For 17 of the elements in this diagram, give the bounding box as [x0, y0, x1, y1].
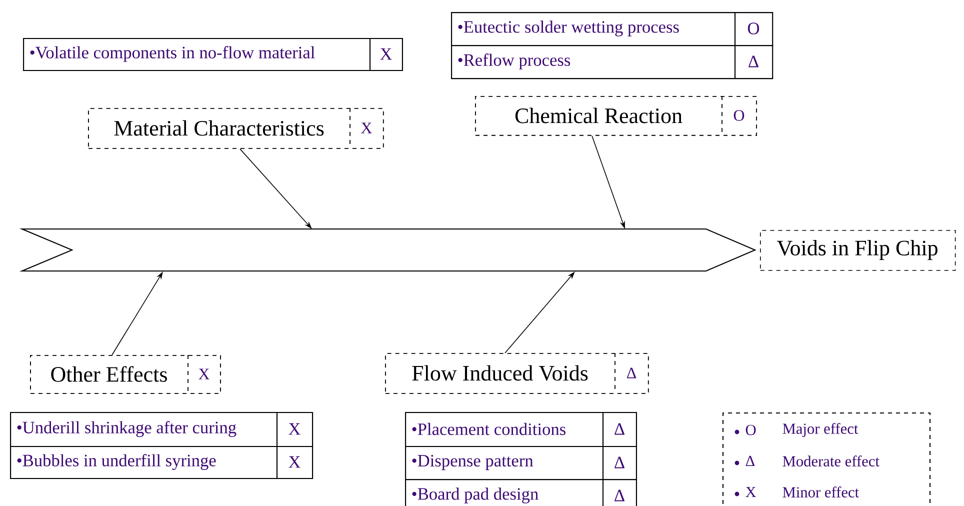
table-row: •Dispense pattern Δ [405, 446, 637, 480]
effect-box: Voids in Flip Chip [760, 230, 956, 271]
legend-text: Minor effect [782, 486, 859, 498]
category-box: Material Characteristics X [88, 108, 384, 149]
category-box: Chemical Reaction O [475, 96, 757, 136]
category-box: Flow Induced Voids Δ [385, 352, 649, 394]
table-row: •Underill shrinkage after curing X [10, 412, 314, 448]
legend-text: Moderate effect [782, 456, 880, 466]
table-row: •Bubbles in underfill syringe X [10, 446, 314, 480]
table-row: •Eutectic solder wetting process O [451, 12, 774, 46]
table-row: •Reflow process Δ [451, 45, 774, 80]
category-box: Other Effects X [30, 354, 221, 394]
spine-arrow [19, 228, 756, 272]
table-row: •Board pad design Δ [405, 479, 637, 506]
table-row: •Placement conditions Δ [405, 412, 637, 448]
legend-text: Major effect [782, 422, 858, 438]
table-row: •Volatile components in no-flow material X [23, 38, 403, 72]
